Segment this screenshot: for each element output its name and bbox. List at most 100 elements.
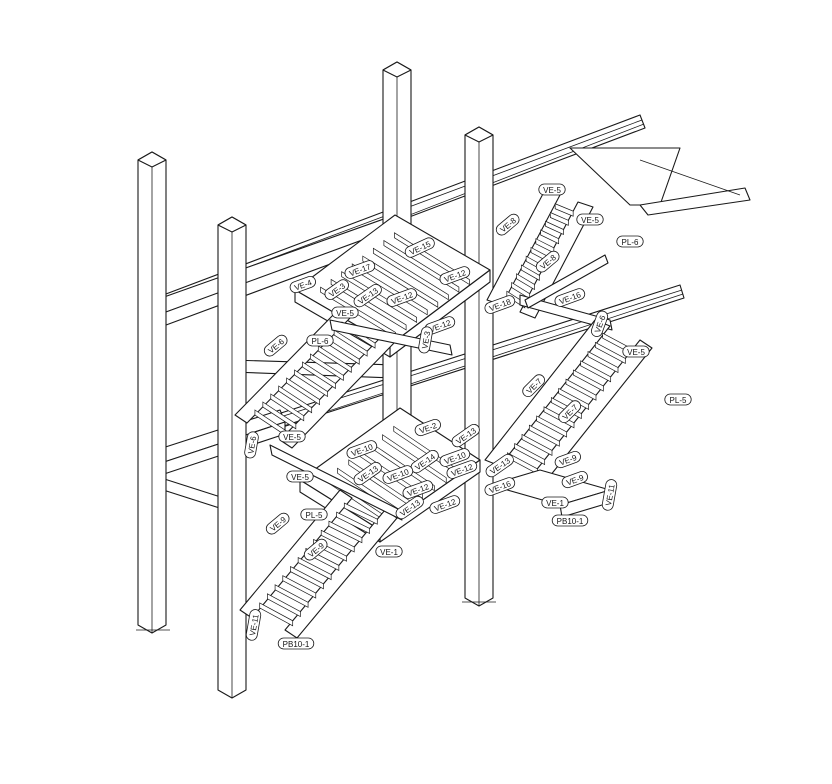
stair-tread: [259, 602, 294, 627]
stair-tread: [549, 211, 569, 226]
label-text: VE-5: [581, 216, 599, 225]
stair-tread: [294, 369, 328, 398]
label-tag-box: [263, 334, 288, 357]
stair-tread: [565, 378, 597, 401]
label-text: VE-5: [627, 348, 645, 357]
label-ve5-low: VE-5: [286, 470, 314, 483]
stair-tread: [333, 329, 368, 357]
stair-tread: [516, 273, 535, 291]
label-tag-box: [554, 288, 586, 307]
label-tag-box: [451, 423, 480, 448]
stair-tread: [372, 247, 449, 301]
label-tag-box: [485, 453, 514, 478]
label-text: VE-11: [604, 483, 617, 506]
label-text: VE-6: [246, 435, 258, 455]
label-text: PL-5: [670, 396, 687, 405]
label-ve9-c: VE-9: [265, 512, 290, 535]
label-tag-box: [278, 430, 306, 443]
label-tag-box: [414, 418, 441, 437]
label-tag-box: [382, 465, 414, 484]
stair-tread: [290, 566, 324, 590]
label-tag-box: [429, 495, 461, 514]
label-ve1-mid: VE-1: [375, 545, 403, 558]
stair-tread: [580, 360, 612, 383]
label-tag-box: [353, 461, 382, 486]
label-ve5-right-top: VE-5: [576, 213, 604, 226]
stair-tread: [267, 593, 301, 618]
stair-tread: [297, 556, 332, 581]
stair-tread: [514, 443, 546, 466]
label-tag-box: [289, 275, 316, 294]
stair-tread: [270, 393, 305, 422]
label-text: VE-16: [558, 290, 582, 306]
label-ve3-b: VE-3: [418, 326, 433, 354]
stair-tread: [330, 278, 407, 331]
label-text: VE-3: [420, 330, 432, 350]
stair-tread: [286, 377, 320, 406]
label-tag-box: [344, 260, 376, 279]
label-text: VE-5: [283, 433, 301, 442]
label-tag-box: [418, 326, 433, 354]
stair-tread: [320, 529, 355, 553]
flight-lower-right: [489, 469, 613, 518]
label-tag-box: [402, 480, 434, 499]
label-tag-box: [554, 450, 581, 469]
label-tag-box: [590, 310, 609, 337]
label-tag-box: [484, 477, 516, 496]
label-text: VE-11: [248, 613, 261, 636]
label-pl5-right: PL-5: [664, 393, 692, 406]
stair-tread: [572, 369, 604, 392]
label-tag-box: [535, 250, 560, 273]
label-tag-box: [303, 538, 328, 561]
label-tag-box: [601, 479, 618, 511]
label-tag-box: [495, 213, 520, 236]
label-ve5-left: VE-5: [331, 306, 359, 319]
column-center-front: [462, 126, 496, 607]
label-text: PL-6: [622, 238, 639, 247]
label-text: PB10-1: [557, 517, 584, 526]
stair-tread: [587, 351, 619, 374]
label-tag-box: [446, 460, 478, 479]
label-tag-box: [616, 235, 644, 248]
label-tag-box: [277, 637, 315, 650]
label-tag-box: [622, 345, 650, 358]
column-left-back: [136, 151, 170, 634]
label-pb10-left: PB10-1: [277, 637, 315, 650]
label-tag-box: [245, 609, 262, 641]
label-text: PL-5: [306, 511, 323, 520]
stair-tread: [558, 387, 590, 410]
stair-tread: [528, 424, 560, 447]
label-text: VE-5: [291, 473, 309, 482]
stair-tread: [343, 502, 378, 525]
stair-tread: [536, 415, 568, 438]
label-ve5-flight: VE-5: [278, 430, 306, 443]
stair-tread: [554, 203, 574, 217]
label-tag-box: [386, 288, 418, 307]
stair-tread: [520, 264, 540, 281]
label-tag-box: [286, 470, 314, 483]
label-text: PB10-1: [283, 640, 310, 649]
stair-tread: [521, 433, 553, 456]
stair-tread: [262, 401, 297, 430]
label-ve5-top: VE-5: [538, 183, 566, 196]
label-pl6-right: PL-6: [616, 235, 644, 248]
label-text: VE-1: [546, 499, 564, 508]
label-tag-box: [484, 295, 516, 314]
label-pl6-left: PL-6: [306, 334, 334, 347]
stair-tread: [328, 520, 363, 544]
label-tag-box: [331, 306, 359, 319]
label-ve11-left: VE-11: [245, 609, 262, 641]
label-tag-box: [300, 508, 328, 521]
label-tag-box: [306, 334, 334, 347]
label-ve11-right: VE-11: [601, 479, 618, 511]
label-tag-box: [395, 495, 424, 520]
stair-tread: [282, 575, 317, 599]
stair-tread: [535, 238, 555, 254]
label-tag-box: [558, 400, 581, 423]
stair-tread: [310, 353, 344, 382]
label-tag-box: [404, 237, 435, 258]
label-tag-box: [576, 213, 604, 226]
label-tag-box: [439, 448, 471, 467]
label-tag-box: [353, 283, 382, 308]
